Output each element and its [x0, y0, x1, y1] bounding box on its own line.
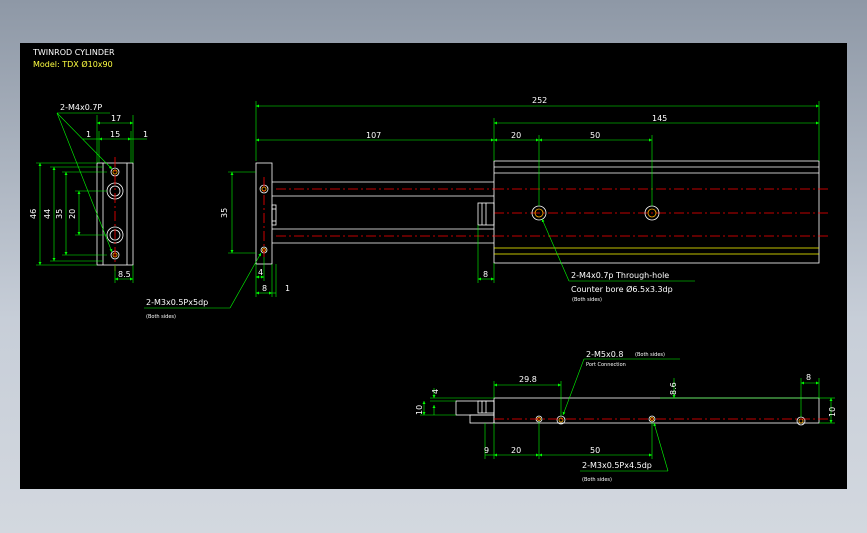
front-dim-20: 20 [511, 131, 521, 140]
bottom-port-hole-2 [796, 416, 806, 426]
bottom-view: 29.8 4 10 9 20 50 8.6 8 10 [415, 350, 837, 483]
bottom-m3-note: 2-M3x0.5Px4.5dp [582, 461, 652, 470]
front-through-hole-note: 2-M4x0.7p Through-hole [571, 271, 669, 280]
front-dim-8: 8 [262, 284, 267, 293]
front-both-sides-1: (Both sides) [572, 297, 602, 303]
bottom-port-connection: Port Connection [586, 362, 626, 368]
bottom-dim-9: 9 [484, 446, 489, 455]
bottom-port-note: 2-M5x0.8 [586, 350, 623, 359]
front-dim-8b: 8 [483, 270, 488, 279]
side-dim-44: 44 [43, 209, 52, 219]
front-dim-107: 107 [366, 131, 381, 140]
side-dim-1b: 1 [143, 130, 148, 139]
side-m4-note: 2-M4x0.7P [60, 103, 102, 112]
bottom-dim-4: 4 [431, 389, 440, 394]
drawing-canvas[interactable]: TWINROD CYLINDER Model: TDX Ø10x90 17 15… [20, 43, 847, 489]
bottom-dim-10a: 10 [415, 405, 424, 415]
bottom-dim-20: 20 [511, 446, 521, 455]
bottom-both-sides: (Both sides) [582, 477, 612, 483]
front-dim-50: 50 [590, 131, 600, 140]
bottom-dim-8-6: 8.6 [669, 382, 678, 395]
side-view: 17 15 1 1 2-M4x0.7P 46 44 35 20 8.5 [29, 103, 148, 283]
side-dim-8-5: 8.5 [118, 270, 131, 279]
front-both-sides-2: (Both sides) [146, 314, 176, 320]
side-dim-17: 17 [111, 114, 121, 123]
bottom-dim-10b: 10 [828, 407, 837, 417]
bottom-dim-8: 8 [806, 373, 811, 382]
front-dim-4: 4 [258, 268, 263, 277]
drawing-title: TWINROD CYLINDER [32, 48, 115, 57]
side-dim-35: 35 [55, 209, 64, 219]
bottom-dim-50: 50 [590, 446, 600, 455]
front-dim-35: 35 [220, 208, 229, 218]
cad-viewport[interactable]: TWINROD CYLINDER Model: TDX Ø10x90 17 15… [20, 43, 847, 489]
side-dim-1a: 1 [86, 130, 91, 139]
side-dim-46: 46 [29, 209, 38, 219]
side-dim-15: 15 [110, 130, 120, 139]
front-m3-note: 2-M3x0.5Px5dp [146, 298, 208, 307]
front-dim-145: 145 [652, 114, 667, 123]
front-counter-bore-note: Counter bore Ø6.5x3.3dp [571, 284, 673, 294]
front-view: 252 145 107 20 50 35 4 8 1 8 [144, 96, 828, 320]
front-dim-1: 1 [285, 284, 290, 293]
front-dim-252: 252 [532, 96, 547, 105]
model-label: Model: TDX Ø10x90 [33, 59, 113, 69]
bottom-port-both-sides: (Both sides) [635, 352, 665, 358]
side-dim-20: 20 [68, 209, 77, 219]
bottom-dim-29-8: 29.8 [519, 375, 537, 384]
